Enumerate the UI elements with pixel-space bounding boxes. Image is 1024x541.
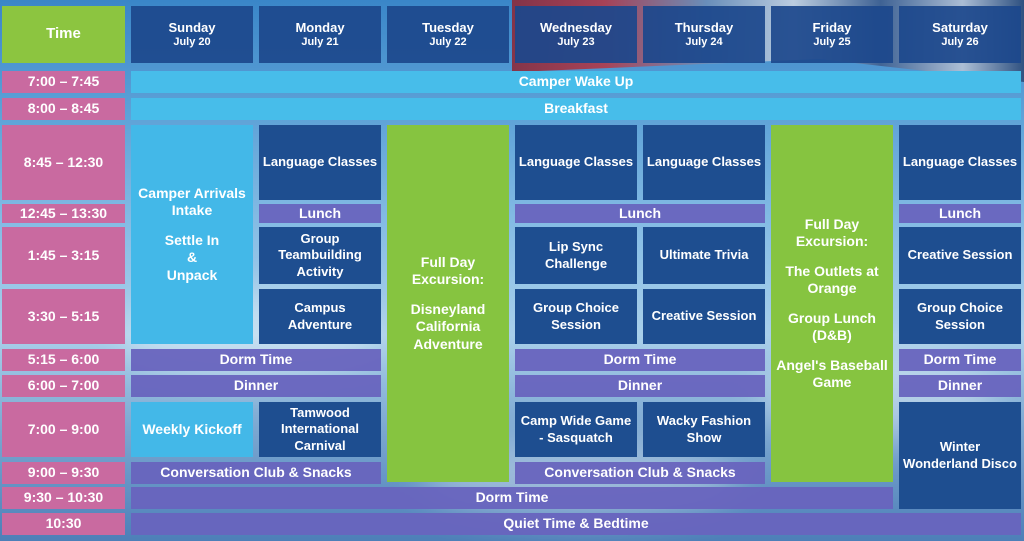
day-name: Sunday [168, 20, 216, 36]
friday-excursion-block: Full Day Excursion: The Outlets at Orang… [771, 125, 893, 482]
saturday-dinner: Dinner [899, 375, 1021, 397]
arrivals-label: Camper Arrivals Intake [138, 184, 246, 219]
wed-thu-lunch: Lunch [515, 204, 765, 223]
sun-mon-conversation-club: Conversation Club & Snacks [131, 462, 381, 484]
day-header-saturday: Saturday July 26 [899, 6, 1021, 63]
baseball-label: Angel's Baseball Game [776, 356, 888, 391]
sun-mon-dinner: Dinner [131, 375, 381, 397]
excursion-label: Full Day Excursion: [795, 215, 869, 250]
day-name: Thursday [674, 20, 734, 36]
wednesday-lip-sync: Lip Sync Challenge [515, 227, 637, 284]
day-date: July 22 [429, 35, 467, 48]
monday-language-classes: Language Classes [259, 125, 381, 200]
time-slot: 1:45 – 3:15 [2, 227, 125, 284]
unpack-label: Unpack [166, 266, 218, 283]
time-slot: 9:00 – 9:30 [2, 462, 125, 484]
day-header-friday: Friday July 25 [771, 6, 893, 63]
day-header-sunday: Sunday July 20 [131, 6, 253, 63]
destination-label: Disneyland California Adventure [410, 300, 486, 352]
wed-thu-dorm-time: Dorm Time [515, 349, 765, 371]
monday-campus-adventure: Campus Adventure [259, 289, 381, 344]
quiet-time-band: Quiet Time & Bedtime [131, 513, 1021, 535]
sunday-kickoff: Weekly Kickoff [131, 402, 253, 457]
day-date: July 24 [685, 35, 723, 48]
group-lunch-label: Group Lunch (D&B) [788, 309, 876, 344]
day-name: Monday [295, 20, 345, 36]
outlets-label: The Outlets at Orange [785, 262, 879, 297]
time-slot: 7:00 – 7:45 [2, 71, 125, 93]
day-name: Saturday [932, 20, 988, 36]
wednesday-language-classes: Language Classes [515, 125, 637, 200]
day-date: July 20 [173, 35, 211, 48]
time-slot: 6:00 – 7:00 [2, 375, 125, 397]
saturday-language-classes: Language Classes [899, 125, 1021, 200]
tuesday-excursion-block: Full Day Excursion: Disneyland Californi… [387, 125, 509, 482]
monday-teambuilding: Group Teambuilding Activity [259, 227, 381, 284]
time-column-header: Time [2, 6, 125, 63]
thursday-fashion-show: Wacky Fashion Show [643, 402, 765, 457]
saturday-lunch: Lunch [899, 204, 1021, 223]
day-name: Wednesday [539, 20, 612, 36]
sun-mon-dorm-time: Dorm Time [131, 349, 381, 371]
saturday-dorm-time: Dorm Time [899, 349, 1021, 371]
day-date: July 21 [301, 35, 339, 48]
day-header-wednesday: Wednesday July 23 [515, 6, 637, 63]
ampersand-label: & [186, 249, 198, 266]
thursday-trivia: Ultimate Trivia [643, 227, 765, 284]
time-slot: 8:00 – 8:45 [2, 98, 125, 120]
time-slot: 9:30 – 10:30 [2, 487, 125, 509]
saturday-creative-session: Creative Session [899, 227, 1021, 284]
day-header-tuesday: Tuesday July 22 [387, 6, 509, 63]
time-slot: 12:45 – 13:30 [2, 204, 125, 223]
wednesday-camp-game: Camp Wide Game - Sasquatch [515, 402, 637, 457]
sunday-arrivals-block: Camper Arrivals Intake Settle In & Unpac… [131, 125, 253, 344]
day-header-monday: Monday July 21 [259, 6, 381, 63]
day-name: Friday [812, 20, 852, 36]
thursday-language-classes: Language Classes [643, 125, 765, 200]
time-slot: 8:45 – 12:30 [2, 125, 125, 200]
time-slot: 5:15 – 6:00 [2, 349, 125, 371]
saturday-disco: Winter Wonderland Disco [899, 402, 1021, 509]
wed-thu-conversation-club: Conversation Club & Snacks [515, 462, 765, 484]
day-date: July 23 [557, 35, 595, 48]
dorm-time-band: Dorm Time [131, 487, 893, 509]
thursday-creative-session: Creative Session [643, 289, 765, 344]
day-name: Tuesday [422, 20, 474, 36]
wednesday-group-choice: Group Choice Session [515, 289, 637, 344]
day-header-thursday: Thursday July 24 [643, 6, 765, 63]
breakfast-band: Breakfast [131, 98, 1021, 120]
day-date: July 25 [813, 35, 851, 48]
wed-thu-dinner: Dinner [515, 375, 765, 397]
time-slot: 10:30 [2, 513, 125, 535]
time-slot: 7:00 – 9:00 [2, 402, 125, 457]
saturday-group-choice: Group Choice Session [899, 289, 1021, 344]
monday-carnival: Tamwood International Carnival [259, 402, 381, 457]
time-slot: 3:30 – 5:15 [2, 289, 125, 344]
settle-label: Settle In [164, 231, 220, 248]
day-date: July 26 [941, 35, 979, 48]
wake-up-band: Camper Wake Up [131, 71, 1021, 93]
excursion-label: Full Day Excursion: [411, 253, 485, 288]
monday-lunch: Lunch [259, 204, 381, 223]
